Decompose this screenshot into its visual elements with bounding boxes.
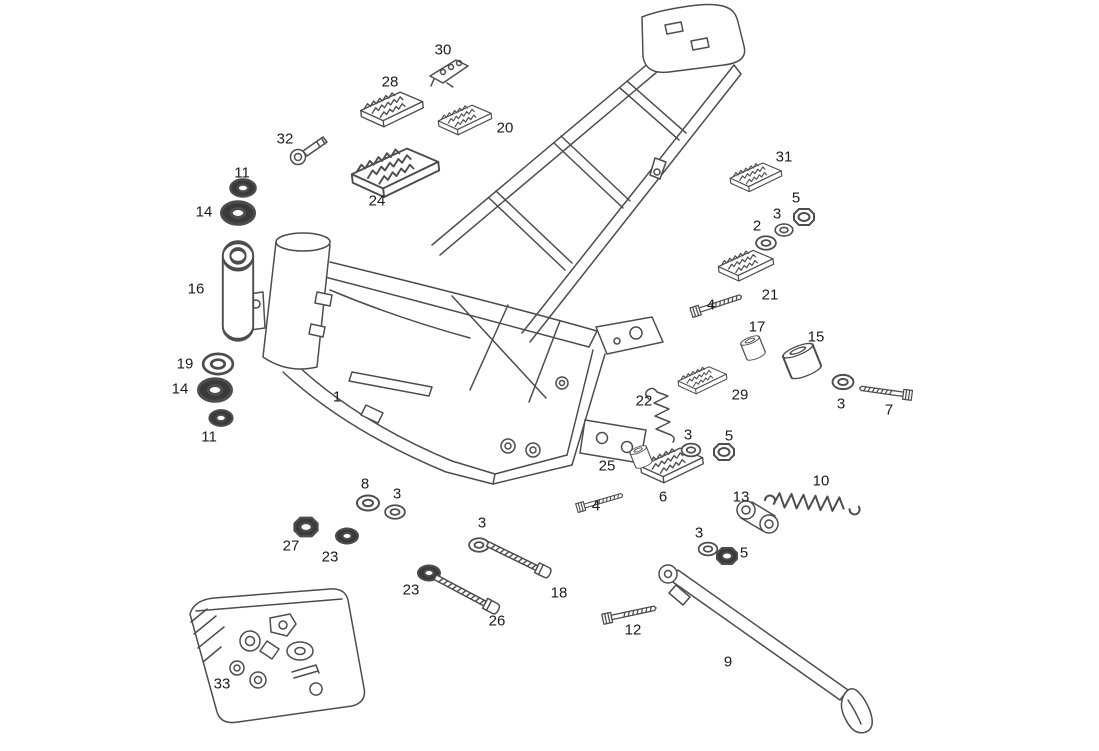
washer-3-mid-drawing (680, 442, 702, 458)
washer-23-left-drawing (335, 527, 359, 545)
bolt-4-bottom-drawing (575, 490, 625, 514)
spacer-15-drawing (780, 339, 824, 383)
spacer-17-drawing (738, 333, 768, 363)
washer-8-drawing (356, 494, 380, 512)
link-13-drawing (736, 500, 779, 534)
nut-5-mid-drawing (713, 443, 735, 461)
frame-drawing (247, 3, 746, 485)
bolt-18-drawing (484, 538, 554, 580)
bracket-30-drawing (429, 59, 469, 88)
spring-22-drawing (645, 387, 675, 443)
washer-3-top-drawing (774, 223, 794, 237)
side-stand-9-drawing (658, 564, 873, 734)
washer-3-right-drawing (831, 373, 855, 391)
bolt-4-top-drawing (689, 291, 744, 319)
washer-3-bolt18-drawing (468, 537, 490, 553)
footpeg-31-drawing (729, 162, 783, 193)
bolt-12-drawing (601, 602, 658, 625)
seal-11-top-drawing (229, 178, 257, 198)
footpeg-21-drawing (717, 249, 775, 282)
footpeg-24-drawing (350, 147, 441, 198)
bolt-7-drawing (858, 382, 914, 401)
footpeg-28-drawing (360, 91, 424, 128)
washer-3-link-drawing (697, 541, 719, 557)
bearing-14-top-drawing (220, 200, 256, 226)
footpeg-29-drawing (677, 366, 728, 395)
stem-tube-16-drawing (220, 240, 256, 342)
nut-5-link-drawing (716, 547, 738, 565)
footpeg-20-drawing (437, 104, 493, 136)
bolt-26-drawing (432, 571, 502, 616)
washer-19-drawing (201, 352, 235, 376)
key-32-drawing (289, 136, 328, 166)
bearing-14-bottom-drawing (197, 377, 233, 403)
seal-11-bottom-drawing (208, 409, 234, 427)
nut-27-drawing (293, 516, 319, 538)
parts-kit-33-drawing (189, 588, 366, 724)
spring-10-drawing (763, 491, 862, 516)
washer-3-left-drawing (384, 504, 406, 520)
nut-5-top-drawing (793, 208, 815, 226)
washer-2-drawing (755, 235, 777, 251)
